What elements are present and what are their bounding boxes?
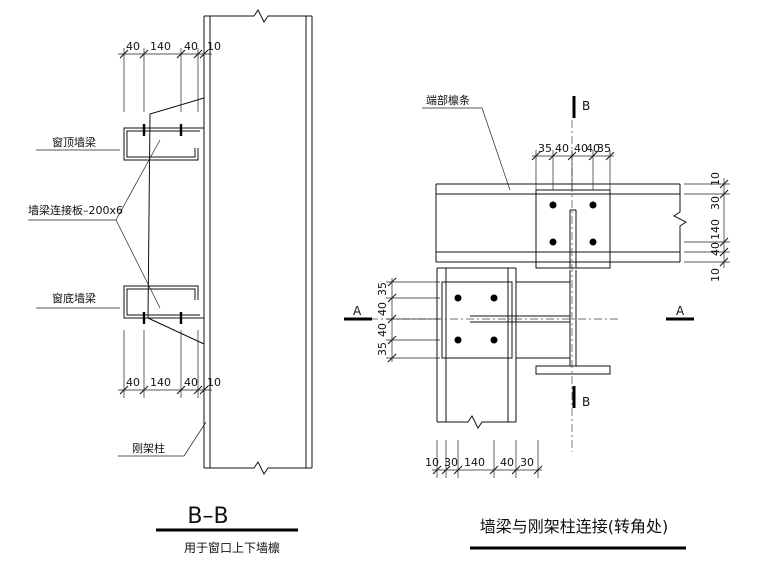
- right-dim-top: 35 40 40 40 35: [531, 142, 615, 190]
- right-dim-left: 35 40 40 35: [376, 277, 440, 363]
- right-dim-bottom: 10 30 140 40 30: [425, 440, 543, 478]
- right-dim-right: 10 30 140 40 10: [684, 172, 730, 282]
- left-section-title: B–B: [187, 504, 228, 529]
- right-dim-right-1: 10: [709, 172, 722, 186]
- right-dim-top-1: 35: [538, 142, 552, 155]
- leader-purlin: [481, 107, 511, 191]
- bolt-column-2: [490, 294, 498, 302]
- bolt-purlin-4: [589, 238, 597, 246]
- top-beam-channel-outer: [123, 127, 204, 161]
- left-dim-top-1: 40: [126, 40, 140, 53]
- bracket-base: [535, 365, 611, 375]
- left-view: 40 140 40 10 40 140 40 10 窗顶墙梁 墙: [28, 9, 313, 555]
- left-dim-top: 40 140 40 10: [118, 40, 221, 112]
- right-dim-right-4: 40: [709, 242, 722, 256]
- right-dim-bottom-4: 40: [500, 456, 514, 469]
- label-column: 刚架柱: [132, 441, 165, 455]
- label-plate: 墙梁连接板–200x6: [28, 203, 123, 217]
- right-dim-top-2: 40: [555, 142, 569, 155]
- purlin-break: [673, 184, 687, 262]
- right-dim-right-3: 140: [709, 219, 722, 240]
- bolt-column-4: [490, 336, 498, 344]
- bottom-beam-channel-outer: [123, 285, 204, 319]
- bolt-column-3: [454, 336, 462, 344]
- bolt-purlin-1: [549, 201, 557, 209]
- right-dim-left-2: 40: [376, 302, 389, 316]
- right-dim-bottom-5: 30: [520, 456, 534, 469]
- left-dim-top-3: 40: [184, 40, 198, 53]
- column-plate: [441, 281, 513, 359]
- left-dim-bottom-1: 40: [126, 376, 140, 389]
- right-dim-bottom-2: 30: [444, 456, 458, 469]
- left-dim-bottom: 40 140 40 10: [118, 330, 221, 398]
- column-break-top: [204, 9, 312, 23]
- leader-plate-down: [115, 219, 161, 309]
- right-dim-bottom-3: 140: [464, 456, 485, 469]
- right-view: B B A A 端部檩条 35 40 40 40 35: [344, 93, 730, 550]
- right-title: 墙梁与刚架柱连接(转角处): [480, 517, 669, 536]
- section-a-left: A: [353, 304, 362, 318]
- right-dim-top-3: 40: [574, 142, 588, 155]
- column-break: [437, 415, 516, 429]
- purlin-end-plate: [535, 189, 611, 269]
- section-b-top: B: [582, 99, 590, 113]
- right-dim-top-5: 35: [597, 142, 611, 155]
- bottom-beam-channel-inner: [126, 288, 200, 316]
- bolt-purlin-2: [589, 201, 597, 209]
- label-bottom-beam: 窗底墙梁: [52, 291, 96, 305]
- bolt-column-1: [454, 294, 462, 302]
- label-top-beam: 窗顶墙梁: [52, 135, 96, 149]
- bolt-purlin-3: [549, 238, 557, 246]
- left-dim-bottom-2: 140: [150, 376, 171, 389]
- column-break-bottom: [204, 461, 312, 475]
- left-dim-top-2: 140: [150, 40, 171, 53]
- right-dim-top-4: 40: [586, 142, 600, 155]
- connection-plate: [147, 97, 205, 345]
- section-b-bottom: B: [582, 395, 590, 409]
- right-dim-right-5: 10: [709, 268, 722, 282]
- label-purlin: 端部檩条: [426, 93, 470, 107]
- section-a-right: A: [676, 304, 685, 318]
- left-dim-bottom-3: 40: [184, 376, 198, 389]
- top-beam-channel-inner: [126, 130, 200, 158]
- right-dim-left-1: 35: [376, 282, 389, 296]
- right-dim-right-2: 30: [709, 196, 722, 210]
- leader-plate-up: [115, 139, 161, 221]
- left-subtitle: 用于窗口上下墙檩: [184, 540, 280, 555]
- left-dim-top-4: 10: [207, 40, 221, 53]
- leader-column: [183, 421, 207, 457]
- left-dim-bottom-4: 10: [207, 376, 221, 389]
- right-dim-left-3: 40: [376, 323, 389, 337]
- right-dim-left-4: 35: [376, 342, 389, 356]
- bracket-web: [515, 281, 571, 359]
- right-dim-bottom-1: 10: [425, 456, 439, 469]
